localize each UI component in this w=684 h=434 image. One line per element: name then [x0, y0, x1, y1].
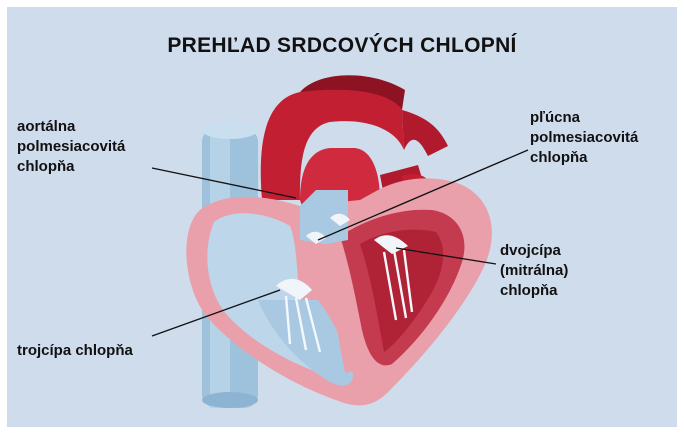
label-mitral-line1: dvojcípa	[500, 241, 568, 261]
label-mitral-line3: chlopňa	[500, 281, 568, 301]
label-aortic-line1: aortálna	[17, 117, 125, 137]
label-tricuspid-valve: trojcípa chlopňa	[17, 341, 133, 361]
label-aortic-line3: chlopňa	[17, 157, 125, 177]
label-aortic-line2: polmesiacovitá	[17, 137, 125, 157]
diagram-title: PREHĽAD SRDCOVÝCH CHLOPNÍ	[0, 34, 684, 58]
label-mitral-line2: (mitrálna)	[500, 261, 568, 281]
label-mitral-valve: dvojcípa (mitrálna) chlopňa	[500, 241, 568, 301]
label-tricuspid-line1: trojcípa chlopňa	[17, 341, 133, 361]
label-pulmonary-line3: chlopňa	[530, 148, 638, 168]
label-pulmonary-line1: pľúcna	[530, 108, 638, 128]
label-pulmonary-valve: pľúcna polmesiacovitá chlopňa	[530, 108, 638, 168]
label-pulmonary-line2: polmesiacovitá	[530, 128, 638, 148]
label-aortic-valve: aortálna polmesiacovitá chlopňa	[17, 117, 125, 177]
